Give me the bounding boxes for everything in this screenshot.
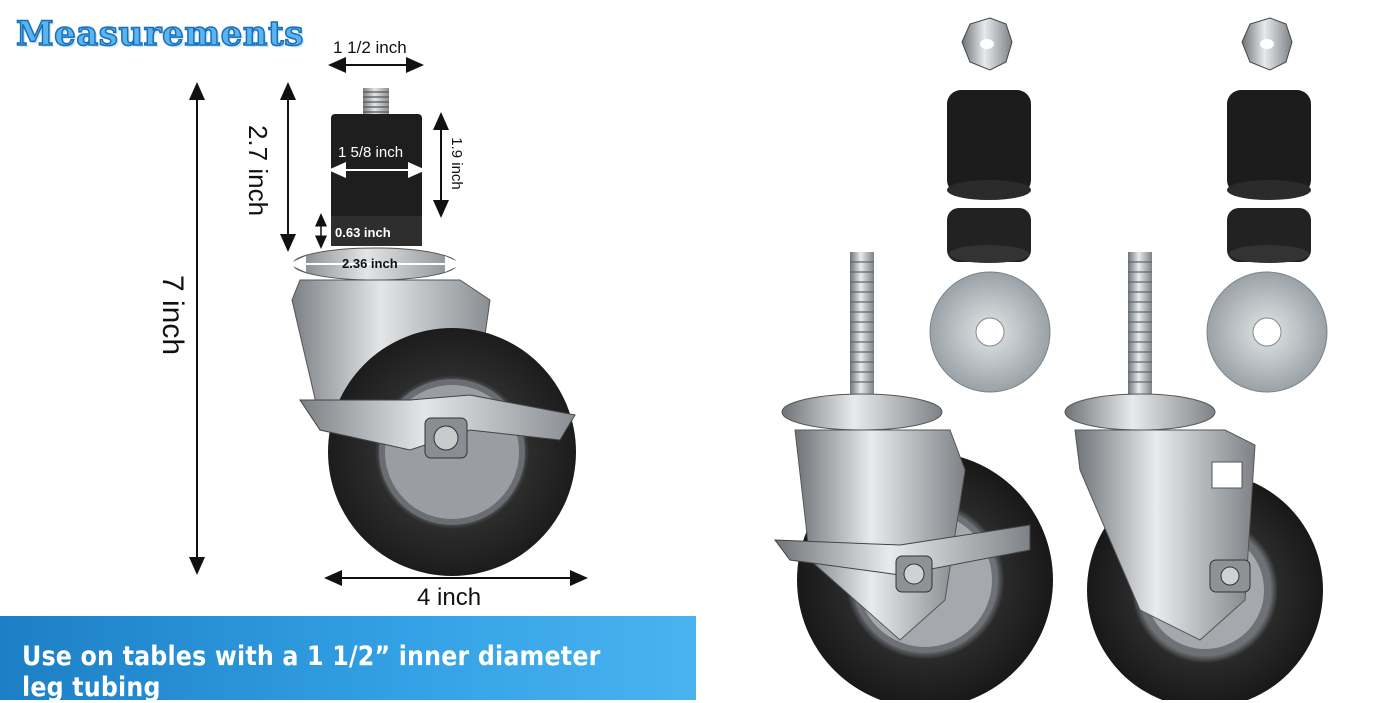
product-photo-panel (700, 0, 1400, 700)
caster-with-brake (773, 252, 1053, 700)
stem-width-label: 1 1/2 inch (333, 38, 407, 57)
sleeve-height-label: 1.9 inch (447, 137, 465, 190)
info-banner: Use on tables with a 1 1/2” inner diamet… (0, 616, 696, 703)
hardware-stack-left (929, 17, 1051, 393)
caster-swivel (1064, 252, 1323, 700)
wheel-diameter-label: 4 inch (417, 584, 482, 611)
total-height-label: 7 inch (156, 274, 190, 356)
hardware-stack-right (1206, 17, 1328, 393)
caster-diagram (189, 57, 588, 586)
banner-text: Use on tables with a 1 1/2” inner diamet… (22, 641, 601, 703)
threaded-stud (363, 88, 389, 116)
collar-height-label: 0.63 inch (335, 225, 391, 240)
measurements-panel: Measurements 1 1/2 inch 2.7 inch 1 5/8 i… (0, 0, 700, 703)
plate-diameter-label: 2.36 inch (342, 256, 398, 271)
caster-set-illustration (773, 17, 1328, 700)
stem-height-label: 2.7 inch (243, 124, 274, 217)
page-title: Measurements (15, 13, 304, 55)
sleeve-diameter-label: 1 5/8 inch (338, 144, 404, 161)
rubber-sleeve (331, 114, 422, 246)
